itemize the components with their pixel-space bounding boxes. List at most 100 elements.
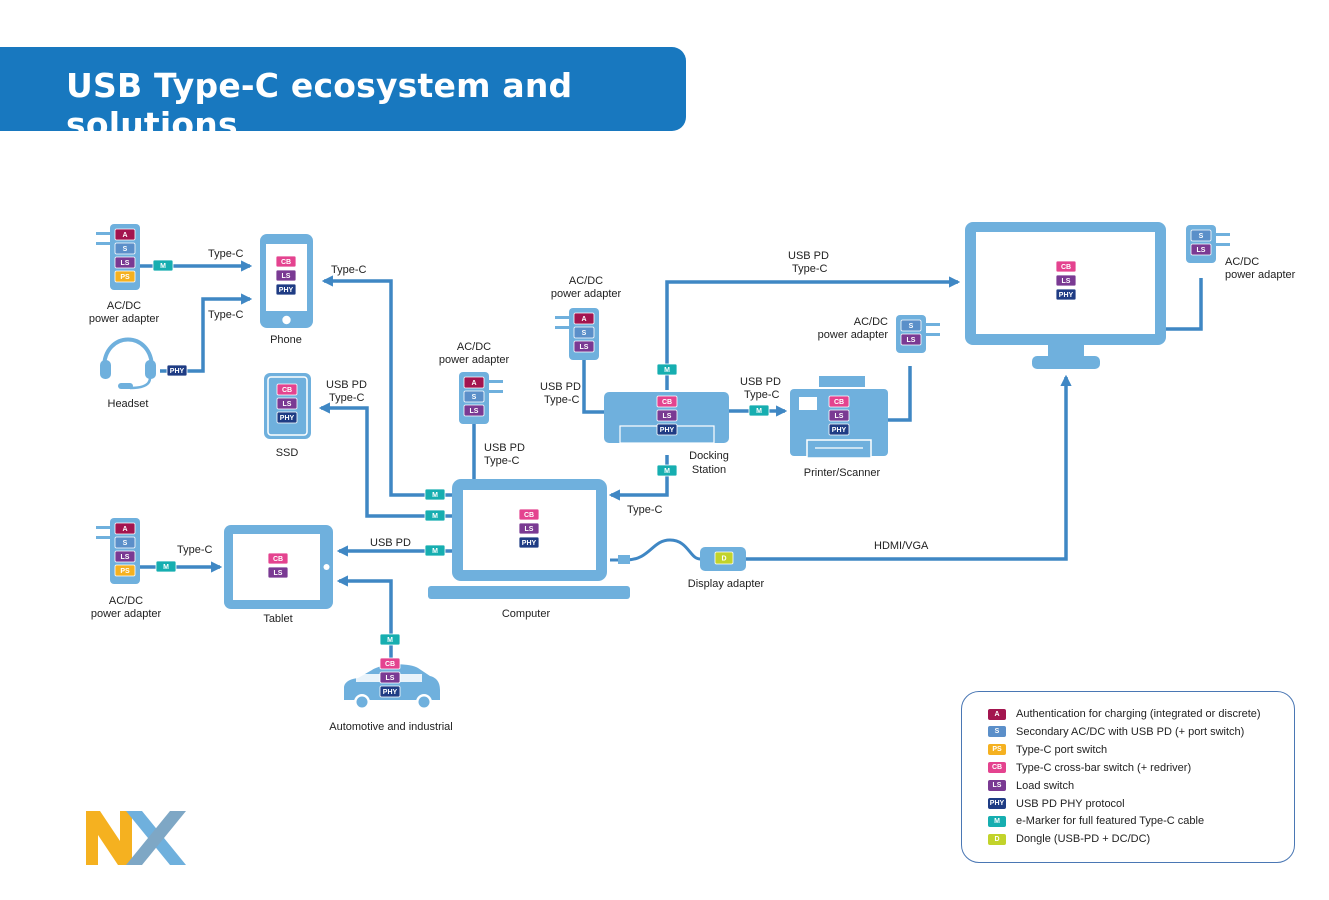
- chip-ls: LS: [1190, 243, 1212, 256]
- legend-chip-phy: PHY: [988, 798, 1006, 809]
- chip-cb: CB: [275, 255, 297, 268]
- chip-ls-text: LS: [121, 554, 130, 561]
- headset-label: Headset: [108, 398, 149, 410]
- chip-ls-text: LS: [386, 675, 395, 682]
- printer: Printer/Scanner: [790, 376, 888, 479]
- chip-s-text: S: [123, 246, 128, 253]
- chip-phy: PHY: [379, 685, 401, 698]
- chip-m-text: M: [432, 548, 438, 555]
- chip-cb-text: CB: [385, 661, 395, 668]
- chip-phy-text: PHY: [660, 427, 675, 434]
- chip-phy-text: PHY: [170, 368, 185, 375]
- chip-a: A: [463, 376, 485, 389]
- chip-a-text: A: [581, 316, 586, 323]
- chip-cb: CB: [379, 657, 401, 670]
- label-usb-pd-monitor: USB PD: [788, 250, 829, 262]
- chip-ls-text: LS: [121, 260, 130, 267]
- adapter-label-line2: power adapter: [89, 313, 160, 325]
- chip-ls: LS: [276, 397, 298, 410]
- label-type-c-computer: Type-C: [484, 455, 520, 467]
- chip-a-text: A: [122, 232, 127, 239]
- chip-ls-text: LS: [283, 401, 292, 408]
- chip-ls-text: LS: [580, 344, 589, 351]
- label-usb-pd-tablet: USB PD: [370, 537, 411, 549]
- chip-a: A: [573, 312, 595, 325]
- label-type-c-monitor: Type-C: [792, 263, 828, 275]
- computer: Computer: [428, 479, 630, 620]
- label-hdmi-vga: HDMI/VGA: [874, 540, 929, 552]
- nxp-logo: [86, 811, 186, 865]
- chip-a-text: A: [471, 380, 476, 387]
- chip-d: D: [714, 551, 734, 565]
- legend-chip-cb: CB: [988, 762, 1006, 774]
- chip-phy-text: PHY: [522, 540, 537, 547]
- legend-chip-ps: PS: [988, 744, 1006, 756]
- chip-cb: CB: [656, 395, 678, 408]
- chip-cb-text: CB: [1061, 264, 1071, 271]
- chip-m-text: M: [387, 637, 393, 644]
- chip-m: M: [748, 404, 770, 417]
- chip-ls: LS: [656, 409, 678, 422]
- chip-s-text: S: [582, 330, 587, 337]
- chip-s: S: [114, 536, 136, 549]
- chip-ls-text: LS: [274, 570, 283, 577]
- chip-m-text: M: [432, 492, 438, 499]
- line-car-tablet: [336, 575, 393, 660]
- printer-label: Printer/Scanner: [804, 467, 881, 479]
- link-labels: Type-C Type-C Type-C USB PD Type-C Type-…: [177, 248, 929, 556]
- docking-label-line2: Station: [692, 464, 726, 476]
- chip-m-text: M: [664, 367, 670, 374]
- chip-m-text: M: [163, 564, 169, 571]
- chip-m: M: [424, 488, 446, 501]
- display-adapter-label: Display adapter: [688, 578, 765, 590]
- headset-icon: [102, 337, 154, 369]
- docking-label-line1: Docking: [689, 450, 729, 462]
- ssd-label: SSD: [276, 447, 299, 459]
- chip-cb-text: CB: [281, 259, 291, 266]
- adapter-label-line2: power adapter: [818, 329, 889, 341]
- chip-cb: CB: [267, 552, 289, 565]
- legend-text: USB PD PHY protocol: [1016, 797, 1125, 810]
- chip-s-text: S: [909, 323, 914, 330]
- adapter-label-line1: AC/DC: [107, 300, 141, 312]
- chip-m-text: M: [160, 263, 166, 270]
- phone-label: Phone: [270, 334, 302, 346]
- chip-ps: PS: [114, 564, 136, 577]
- legend-chip-m: M: [988, 815, 1006, 827]
- chip-m-text: M: [756, 408, 762, 415]
- chip-s: S: [573, 326, 595, 339]
- legend-text: Load switch: [1016, 779, 1075, 792]
- line-docking-monitor: [665, 276, 961, 390]
- chip-m: M: [424, 544, 446, 557]
- label-type-c-headset-phone: Type-C: [208, 309, 244, 321]
- chip-cb: CB: [518, 508, 540, 521]
- label-usb-pd-printer: USB PD: [740, 376, 781, 388]
- adapter-label-line2: power adapter: [439, 354, 510, 366]
- chip-ls-text: LS: [663, 413, 672, 420]
- chip-s-text: S: [123, 540, 128, 547]
- chip-ls: LS: [275, 269, 297, 282]
- adapter-label-line2: power adapter: [91, 608, 162, 620]
- chip-cb-text: CB: [273, 556, 283, 563]
- chip-phy-text: PHY: [383, 689, 398, 696]
- chip-ls: LS: [900, 333, 922, 346]
- automotive-label: Automotive and industrial: [329, 721, 453, 733]
- chip-s: S: [1190, 229, 1212, 242]
- chip-m: M: [155, 560, 177, 573]
- adapter-label-line1: AC/DC: [1225, 256, 1259, 268]
- legend-chip-d: D: [988, 833, 1006, 845]
- tablet-label: Tablet: [263, 613, 292, 625]
- chip-cb: CB: [276, 383, 298, 396]
- title-banner: USB Type-C ecosystem and solutions: [0, 47, 686, 144]
- legend-item: PHY USB PD PHY protocol: [988, 796, 1125, 812]
- adapter-label-line1: AC/DC: [854, 316, 888, 328]
- chip-phy-text: PHY: [832, 427, 847, 434]
- chip-phy: PHY: [276, 411, 298, 424]
